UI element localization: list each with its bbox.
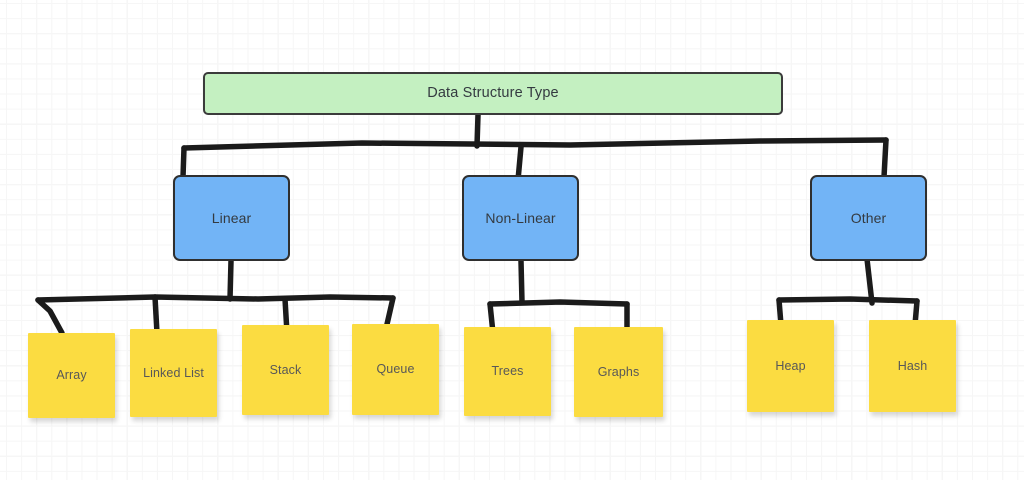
note-linked-list[interactable]: Linked List: [130, 329, 217, 417]
note-stack-label: Stack: [269, 362, 302, 377]
note-linked-list-label: Linked List: [143, 365, 204, 380]
node-non-linear-label: Non-Linear: [485, 209, 556, 226]
note-trees[interactable]: Trees: [464, 327, 551, 416]
note-hash-label: Hash: [897, 358, 928, 373]
edge-linear-bus: [35, 294, 396, 303]
note-hash[interactable]: Hash: [869, 320, 956, 412]
edge-root-to-nonlinear: [515, 144, 524, 183]
edge-root-bus: [181, 137, 889, 151]
note-queue[interactable]: Queue: [352, 324, 439, 415]
note-heap-label: Heap: [775, 358, 806, 373]
edge-root-to-other: [881, 137, 889, 180]
node-linear[interactable]: Linear: [173, 175, 290, 261]
node-other-label: Other: [850, 209, 887, 226]
node-root-label: Data Structure Type: [427, 85, 559, 102]
edge-root-stem: [474, 112, 481, 149]
edge-linear-to-array: [35, 297, 65, 336]
note-queue-label: Queue: [376, 362, 415, 377]
edge-linear-to-linkedlist: [152, 294, 160, 336]
note-graphs-label: Graphs: [597, 364, 640, 379]
note-array[interactable]: Array: [28, 333, 115, 418]
node-other[interactable]: Other: [810, 175, 927, 261]
note-stack[interactable]: Stack: [242, 325, 329, 415]
edge-root-to-linear: [180, 145, 187, 180]
edge-nonlinear-stem: [518, 258, 525, 305]
edge-nonlinear-bus: [487, 299, 630, 307]
edge-other-stem: [864, 256, 875, 306]
note-array-label: Array: [56, 368, 87, 383]
node-linear-label: Linear: [211, 209, 252, 226]
edge-other-bus: [776, 296, 920, 304]
note-graphs[interactable]: Graphs: [574, 327, 663, 417]
edge-linear-stem: [227, 258, 234, 302]
note-trees-label: Trees: [491, 364, 524, 379]
node-non-linear[interactable]: Non-Linear: [462, 175, 579, 261]
note-heap[interactable]: Heap: [747, 320, 834, 412]
node-root[interactable]: Data Structure Type: [203, 72, 783, 115]
